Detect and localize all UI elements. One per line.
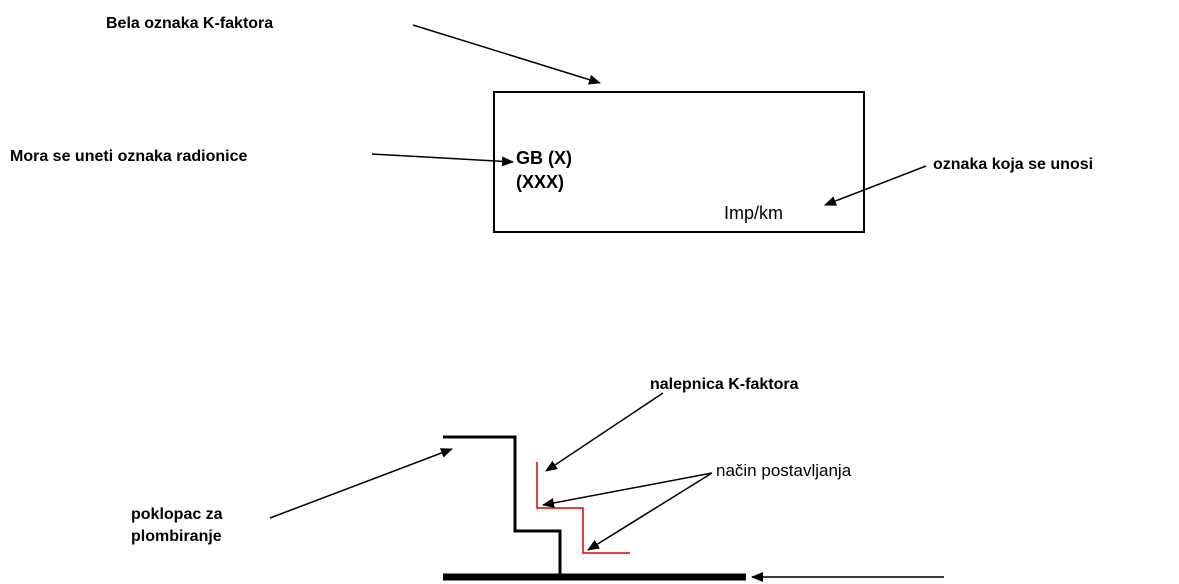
label-placement-method: način postavljanja xyxy=(716,461,852,480)
arrow-to-seal-cover xyxy=(269,448,453,519)
k-factor-card xyxy=(493,91,865,233)
label-seal-cover-line1: poklopac za xyxy=(131,506,223,523)
arrow-to-sticker xyxy=(545,392,664,472)
label-workshop-code-required: Mora se uneti oznaka radionice xyxy=(10,148,248,165)
arrow-to-workshop-code xyxy=(371,153,514,167)
label-entered-value: oznaka koja se unosi xyxy=(933,156,1094,173)
label-seal-cover-line2: plombiranje xyxy=(131,528,222,545)
k-factor-sticker xyxy=(536,462,630,554)
card-workshop-number: (XXX) xyxy=(516,172,565,192)
label-white-k-factor-mark: Bela oznaka K-faktora xyxy=(106,15,274,32)
card-unit: Imp/km xyxy=(724,203,784,223)
label-k-factor-sticker: nalepnica K-faktora xyxy=(650,376,799,393)
seal-cover-profile xyxy=(443,435,562,577)
arrow-to-card xyxy=(412,24,601,85)
arrow-method-upper xyxy=(542,472,713,508)
arrow-to-imp-km xyxy=(824,165,927,206)
card-workshop-code: GB (X) xyxy=(516,148,572,168)
arrow-method-lower xyxy=(587,472,713,551)
